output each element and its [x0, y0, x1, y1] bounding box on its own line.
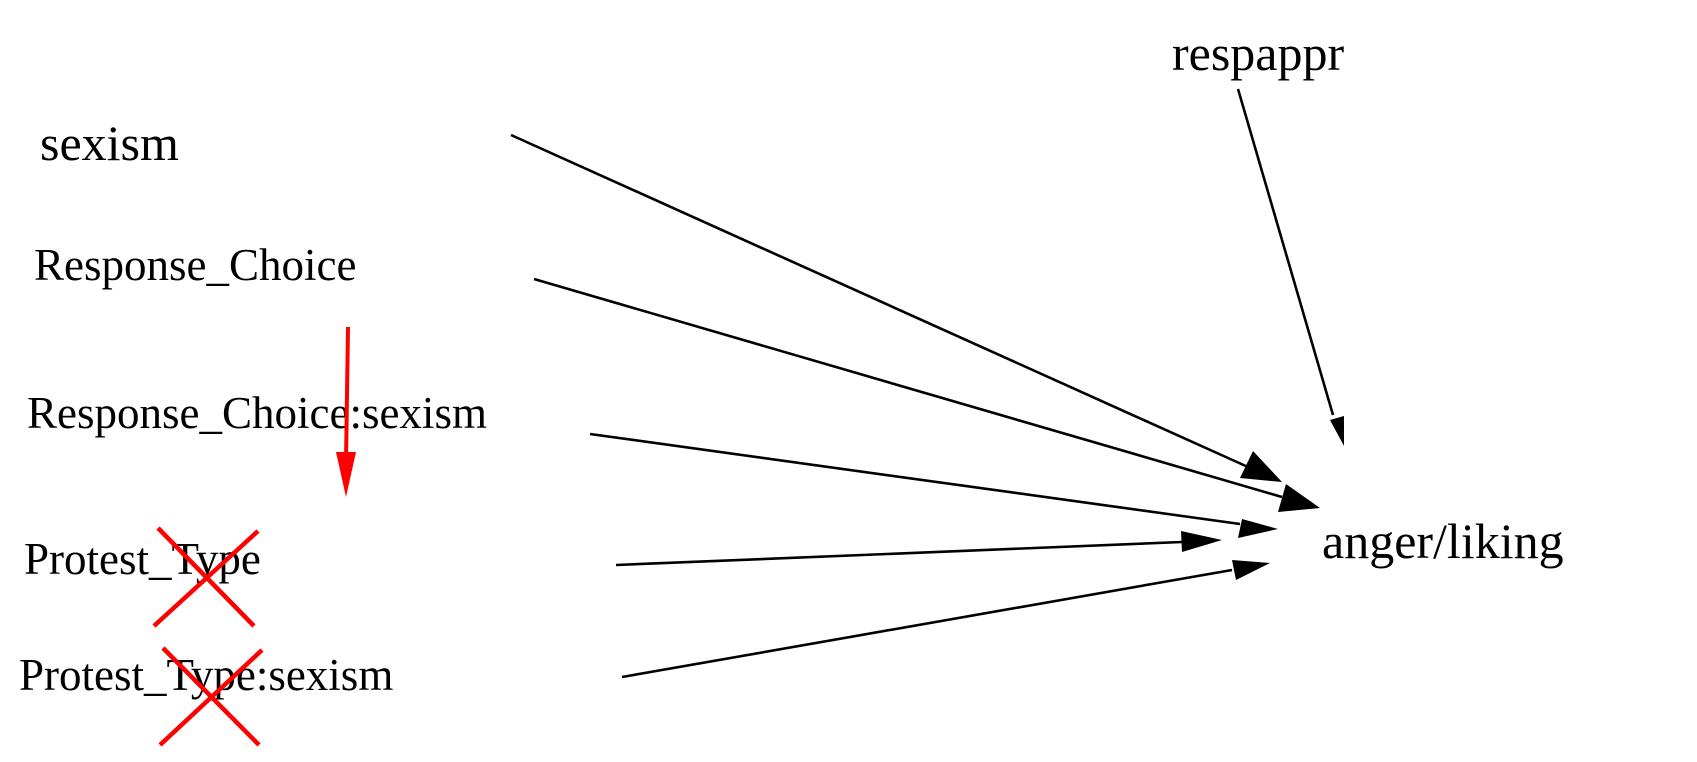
- node-response-choice-sexism: Response_Choice:sexism: [27, 388, 487, 438]
- node-outcome: anger/liking: [1322, 513, 1564, 569]
- node-protest-type: Protest_Type: [24, 534, 261, 584]
- red-down-arrow: [336, 326, 356, 497]
- red-cross-protest-type: [152, 526, 260, 628]
- arrowhead: [1181, 531, 1222, 552]
- edge-response-choice-to-outcome: [533, 277, 1320, 512]
- node-respappr: respappr: [1172, 25, 1344, 81]
- arrowhead: [1330, 416, 1344, 446]
- node-response-choice: Response_Choice: [34, 240, 356, 290]
- edge-respappr-to-outcome: [1236, 88, 1344, 446]
- arrowhead: [1232, 560, 1270, 580]
- arrowhead: [1278, 484, 1320, 512]
- edge-sexism-to-outcome: [510, 133, 1282, 482]
- edge-response-choice-sexism-to-outcome: [589, 432, 1278, 538]
- edge-protest-type-to-outcome: [615, 531, 1222, 567]
- red-cross-protest-type-sexism: [158, 646, 264, 747]
- arrowhead: [1240, 451, 1282, 482]
- node-sexism: sexism: [40, 115, 179, 171]
- edge-protest-type-sexism-to-outcome: [621, 560, 1270, 679]
- arrowhead: [336, 452, 356, 497]
- arrowhead: [1238, 519, 1278, 538]
